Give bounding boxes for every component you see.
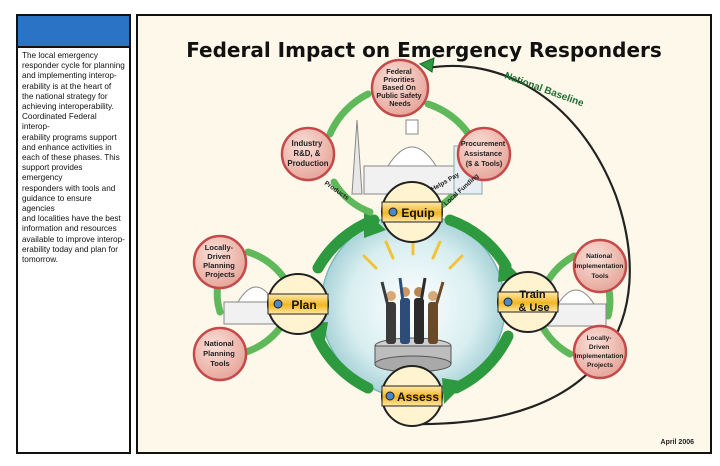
bubble-text: Production xyxy=(287,159,328,168)
svg-text:Industry R&D, &: Industry R&D, & Production xyxy=(287,139,328,168)
desc-line: responders with tools and xyxy=(22,183,116,193)
bubble-text: Projects xyxy=(205,270,235,279)
bubble-text: Assistance xyxy=(464,149,502,158)
bubble-procurement: Procurement Assistance ($ & Tools) xyxy=(456,126,512,182)
national-baseline-label: National Baseline xyxy=(503,70,586,109)
date-label: April 2006 xyxy=(661,439,695,446)
desc-line: and localities have the best xyxy=(22,214,121,224)
bubble-locally-driven-implementation: Locally- Driven Implementation Projects xyxy=(572,324,628,380)
bubble-text: R&D, & xyxy=(293,149,320,158)
bubble-text: Based On xyxy=(382,83,416,92)
desc-line: Coordinated Federal interop- xyxy=(22,112,97,132)
responders-group xyxy=(380,277,445,344)
desc-line: each of these phases. This xyxy=(22,153,120,163)
bubble-text: Driven xyxy=(207,252,231,261)
desc-line: support provides emergency xyxy=(22,163,83,183)
bubble-text: Tools xyxy=(210,359,229,368)
bubble-text: Implementation xyxy=(575,353,624,360)
desc-line: and implementing interop- xyxy=(22,71,117,81)
bubble-text: Planning xyxy=(203,349,235,358)
phase-node-train-use: Train & Use xyxy=(497,271,559,333)
phase-label-equip: Equip xyxy=(401,206,434,220)
bubble-text: Needs xyxy=(389,99,411,108)
bubble-text: Locally- xyxy=(587,335,612,342)
desc-line: erability today and plan for xyxy=(22,244,119,254)
desc-line: The local emergency xyxy=(22,51,98,60)
bubble-federal-priorities: Federal Priorities Based On Public Safet… xyxy=(370,58,430,118)
baseline-arrowhead xyxy=(418,57,435,73)
desc-line: guidance to ensure agencies xyxy=(22,193,92,214)
desc-line: tomorrow. xyxy=(22,255,58,265)
bubble-text: Planning xyxy=(203,261,235,270)
diagram-canvas: National Baseline xyxy=(192,57,695,446)
bubble-industry: Industry R&D, & Production xyxy=(280,126,336,182)
desc-line: achieving interoperability. xyxy=(22,102,114,112)
bubble-text: ($ & Tools) xyxy=(466,159,503,168)
sidebar-description: The local emergency responder cycle for … xyxy=(18,48,129,265)
bubble-national-implementation-tools: National Implementation Tools xyxy=(572,238,628,294)
bubble-text: Procurement xyxy=(461,139,506,148)
svg-text:Locally- Driven: Locally- Driven Planning Projects xyxy=(203,243,237,279)
phase-node-equip: Equip xyxy=(381,181,443,243)
sidebar-header-bar xyxy=(18,16,129,48)
bubble-locally-driven-planning: Locally- Driven Planning Projects xyxy=(192,234,248,290)
bubble-text: National xyxy=(204,339,234,348)
bubble-national-planning-tools: National Planning Tools xyxy=(192,326,248,382)
bubble-text: Federal xyxy=(386,67,412,76)
bubble-text: Industry xyxy=(292,139,323,148)
phase-node-plan: Plan xyxy=(267,273,329,335)
desc-line: erability programs support xyxy=(22,132,117,142)
svg-text:Locally- Driven: Locally- Driven Implementation Projects xyxy=(575,335,626,369)
bubble-text: Priorities xyxy=(383,75,414,84)
bubble-text: Tools xyxy=(591,273,608,280)
svg-text:Federal Priorities: Federal Priorities Based On Public Safet… xyxy=(376,67,423,108)
desc-line: erability is at the heart of xyxy=(22,81,112,91)
desc-line: and enhance activities in xyxy=(22,142,112,152)
bubble-text: Locally- xyxy=(205,243,234,252)
diagram-title: Federal Impact on Emergency Responders xyxy=(186,38,662,62)
national-baseline-line xyxy=(409,64,631,426)
bubble-text: Implementation xyxy=(575,263,624,270)
svg-text:National Planning: National Planning Tools xyxy=(203,339,237,368)
phase-node-assess: Assess xyxy=(381,365,443,427)
bubble-text: Projects xyxy=(587,362,613,369)
phase-label-assess: Assess xyxy=(397,390,439,404)
phase-label-use: & Use xyxy=(518,302,549,314)
bubble-text: Driven xyxy=(589,344,610,351)
desc-line: responder cycle for planning xyxy=(22,61,125,71)
sidebar-panel: The local emergency responder cycle for … xyxy=(16,14,131,454)
svg-text:National Implementatio: National Implementation Tools xyxy=(575,253,626,280)
bubble-text: Public Safety xyxy=(376,91,421,100)
svg-text:Train & Use: Train & Use xyxy=(518,289,549,314)
desc-line: available to improve interop- xyxy=(22,234,125,244)
phase-label-train: Train xyxy=(519,289,546,301)
diagram-poster: Federal Impact on Emergency Responders N… xyxy=(136,14,712,454)
bubble-text: National xyxy=(586,253,612,260)
desc-line: information and resources xyxy=(22,224,117,234)
svg-text:Procurement Assistance: Procurement Assistance ($ & Tools) xyxy=(461,139,507,168)
phase-label-plan: Plan xyxy=(291,298,316,312)
desc-line: the national strategy for xyxy=(22,91,108,101)
